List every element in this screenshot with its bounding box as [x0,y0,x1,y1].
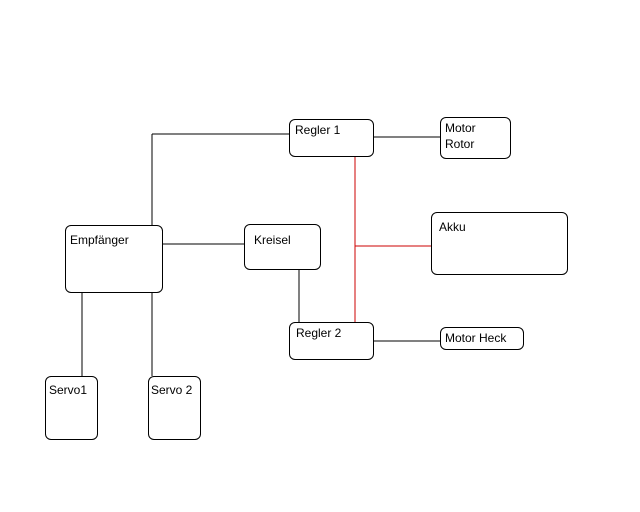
node-kreisel: Kreisel [244,224,321,270]
node-label: Motor Heck [445,331,507,345]
node-motor-rotor: Motor Rotor [440,117,511,159]
node-akku: Akku [431,212,568,275]
node-regler-2: Regler 2 [289,322,374,360]
node-label: Servo 2 [151,383,193,397]
node-servo-2: Servo 2 [148,376,201,440]
node-label: Servo1 [49,383,88,397]
node-label: Motor Rotor [445,121,476,151]
node-label: Akku [439,220,466,234]
node-label: Regler 1 [295,123,341,137]
node-label: Empfänger [70,233,129,247]
node-servo-1: Servo1 [45,376,98,440]
node-regler-1: Regler 1 [289,119,374,157]
node-motor-heck: Motor Heck [440,327,524,350]
node-label: Regler 2 [296,326,342,340]
node-label: Kreisel [254,233,291,247]
node-empfaenger: Empfänger [65,225,163,293]
